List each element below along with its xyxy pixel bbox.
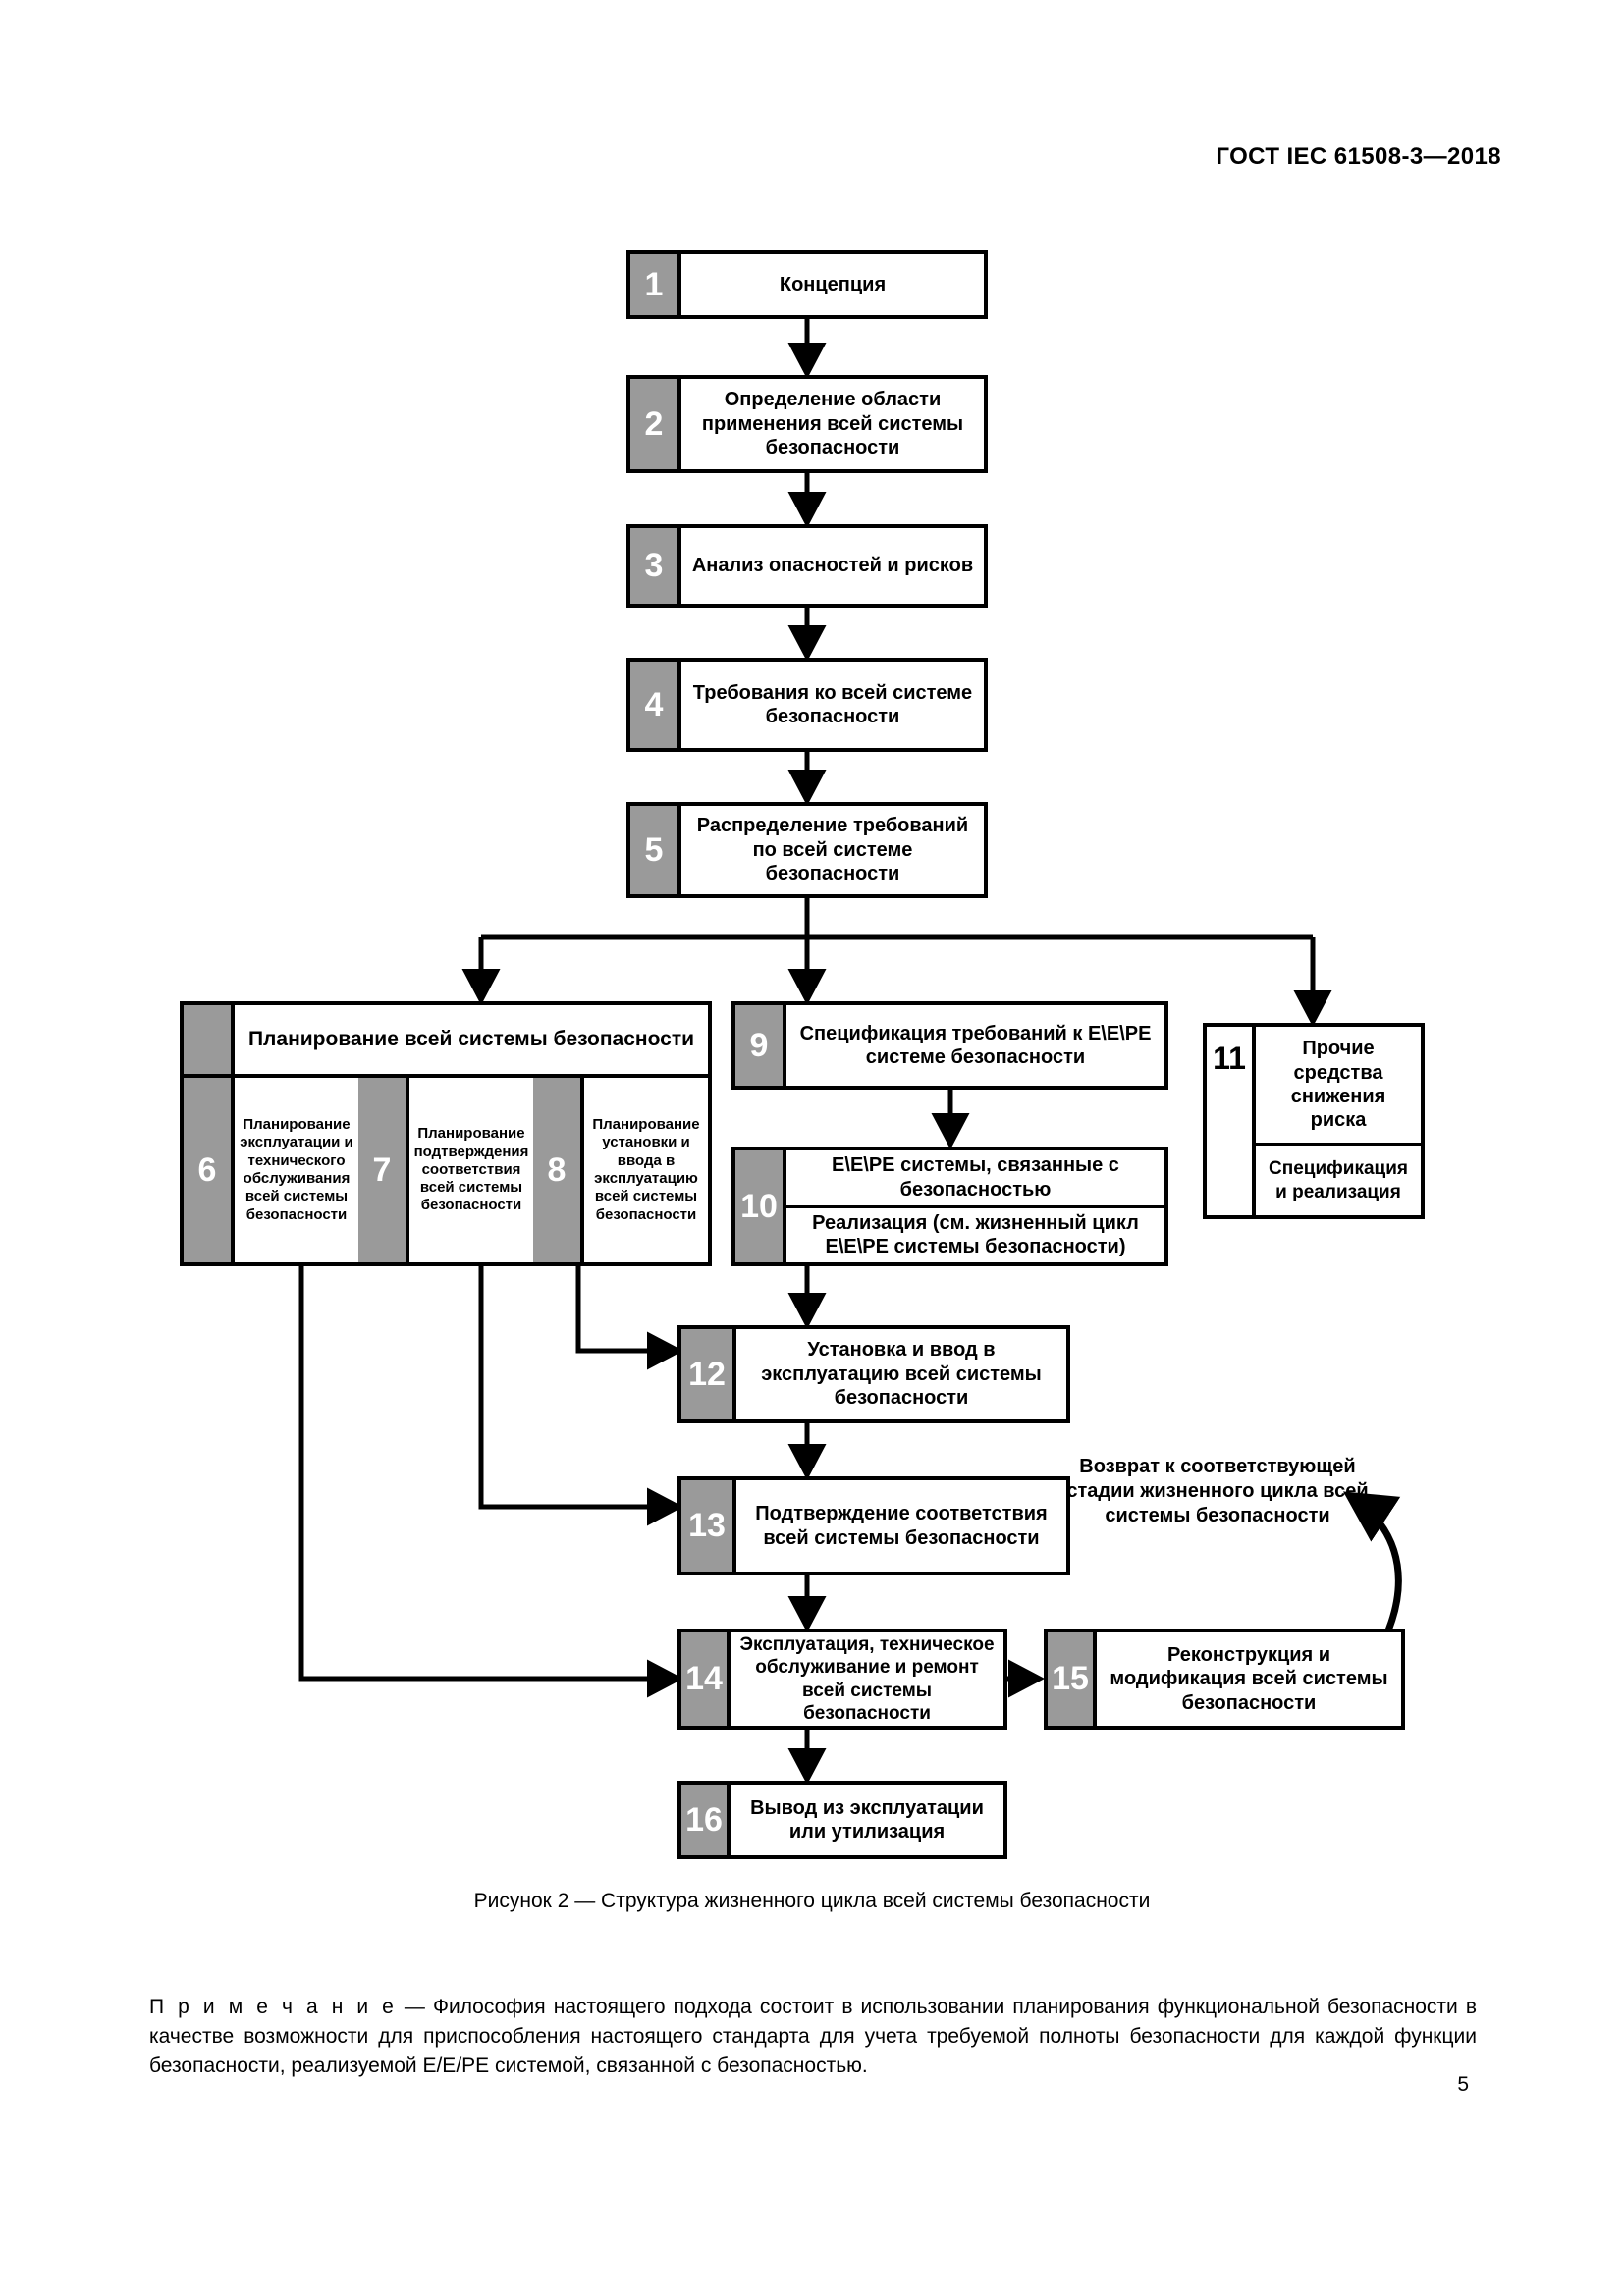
planning-column-6-number: 6 [184, 1078, 235, 1262]
planning-title-label: Планирование всей системы безопасности [247, 1028, 695, 1051]
flow-box-1[interactable]: 1 Концепция [626, 250, 988, 319]
flow-box-10-line-2: Реализация (см. жизненный цикл E\E\PE си… [786, 1204, 1164, 1263]
planning-column-8-number: 8 [533, 1078, 584, 1262]
flow-box-16-number: 16 [681, 1785, 731, 1855]
flow-box-10-body: E\E\PE системы, связанные с безопасность… [786, 1150, 1164, 1262]
flow-box-13[interactable]: 13 Подтверждение соответствия всей систе… [677, 1476, 1070, 1575]
flow-box-12-number: 12 [681, 1329, 736, 1419]
flow-box-10[interactable]: 10 E\E\PE системы, связанные с безопасно… [731, 1147, 1168, 1266]
planning-column-7-number: 7 [358, 1078, 409, 1262]
planning-column-8[interactable]: 8 Планирование установки и ввода в экспл… [533, 1078, 708, 1262]
flow-box-13-number: 13 [681, 1480, 736, 1572]
flow-box-15-label: Реконструкция и модификация всей системы… [1110, 1643, 1388, 1714]
flow-box-1-label: Концепция [779, 273, 887, 295]
flow-box-11-number: 11 [1207, 1027, 1256, 1215]
planning-column-7-label: Планирование подтверждения соответствия … [413, 1125, 529, 1214]
flow-box-3-number: 3 [630, 528, 681, 604]
flow-box-12[interactable]: 12 Установка и ввод в эксплуатацию всей … [677, 1325, 1070, 1423]
flow-box-5[interactable]: 5 Распределение требований по всей систе… [626, 802, 988, 898]
flow-box-4-label: Требования ко всей системе безопасности [692, 681, 973, 727]
flow-box-16-label: Вывод из эксплуатации или утилизация [750, 1796, 984, 1842]
flow-box-14-number: 14 [681, 1632, 731, 1726]
note-paragraph: П р и м е ч а н и е — Философия настояще… [149, 1993, 1477, 2080]
flow-box-10-number: 10 [735, 1150, 786, 1262]
flow-box-9-number: 9 [735, 1005, 786, 1086]
return-annotation: Возврат к соответствующей стадии жизненн… [1066, 1456, 1369, 1526]
document-header: ГОСТ IEC 61508-3—2018 [1216, 143, 1501, 170]
flow-box-11[interactable]: 11 Прочие средства снижения риска Специф… [1203, 1023, 1425, 1219]
flow-box-10-line-1: E\E\PE системы, связанные с безопасность… [832, 1154, 1119, 1201]
flow-box-9-label: Спецификация требований к E\E\PE системе… [799, 1022, 1152, 1068]
planning-column-6[interactable]: 6 Планирование эксплуатации и техническо… [184, 1078, 358, 1262]
planning-columns: 6 Планирование эксплуатации и техническо… [184, 1078, 708, 1262]
note-lead-label: П р и м е ч а н и е [149, 1996, 397, 2018]
planning-title-strip [184, 1005, 235, 1074]
flow-box-14[interactable]: 14 Эксплуатация, техническое обслуживани… [677, 1629, 1007, 1730]
flow-box-14-label: Эксплуатация, техническое обслуживание и… [739, 1634, 995, 1724]
flow-box-1-number: 1 [630, 254, 681, 315]
flow-box-13-label: Подтверждение соответствия всей системы … [755, 1503, 1048, 1549]
flow-box-5-label: Распределение требований по всей системе… [696, 815, 969, 885]
flow-box-11-body: Прочие средства снижения риска Специфика… [1256, 1027, 1421, 1215]
planning-title-row: Планирование всей системы безопасности [184, 1005, 708, 1078]
planning-column-8-label: Планирование установки и ввода в эксплуа… [592, 1116, 700, 1223]
flow-box-15-number: 15 [1048, 1632, 1097, 1726]
flow-box-16[interactable]: 16 Вывод из эксплуатации или утилизация [677, 1781, 1007, 1859]
page-number: 5 [1457, 2073, 1469, 2096]
flow-box-2[interactable]: 2 Определение области применения всей си… [626, 375, 988, 473]
figure-caption: Рисунок 2 — Структура жизненного цикла в… [473, 1890, 1151, 1912]
figure-flowchart: 1 Концепция 2 Определение области примен… [180, 250, 1425, 1859]
note-body-text: — Философия настоящего подхода состоит в… [149, 1996, 1477, 2077]
flow-box-11-line-1: Прочие средства снижения риска [1290, 1038, 1386, 1132]
flow-box-4-number: 4 [630, 662, 681, 748]
planning-column-6-label: Планирование эксплуатации и технического… [240, 1116, 353, 1223]
flow-box-4[interactable]: 4 Требования ко всей системе безопасност… [626, 658, 988, 752]
flow-box-3-label: Анализ опасностей и рисков [691, 555, 974, 577]
flow-box-5-number: 5 [630, 806, 681, 894]
planning-column-7[interactable]: 7 Планирование подтверждения соответстви… [358, 1078, 533, 1262]
flow-box-12-label: Установка и ввод в эксплуатацию всей сис… [761, 1339, 1042, 1410]
flow-box-2-label: Определение области применения всей сист… [701, 389, 964, 459]
flow-box-9[interactable]: 9 Спецификация требований к E\E\PE систе… [731, 1001, 1168, 1090]
flow-box-3[interactable]: 3 Анализ опасностей и рисков [626, 524, 988, 608]
flow-box-11-line-2: Спецификация и реализация [1256, 1143, 1421, 1215]
planning-block[interactable]: Планирование всей системы безопасности 6… [180, 1001, 712, 1266]
flow-box-2-number: 2 [630, 379, 681, 469]
flow-box-15[interactable]: 15 Реконструкция и модификация всей сист… [1044, 1629, 1405, 1730]
